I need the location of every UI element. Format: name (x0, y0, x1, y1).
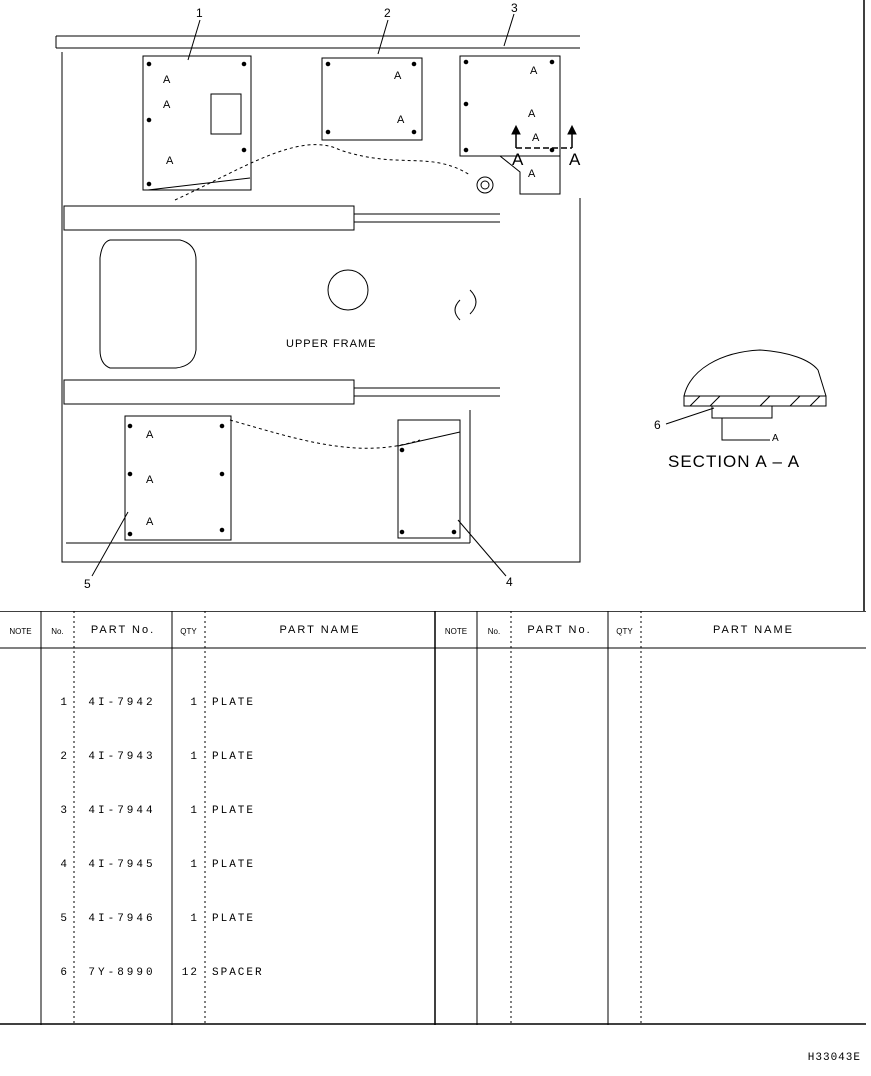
callout-3: 3 (511, 1, 518, 15)
row-qty: 1 (190, 913, 199, 925)
row-no: 2 (60, 751, 67, 763)
marker-a: A (530, 65, 538, 77)
header-part-no-2: PART No. (527, 624, 592, 636)
header-note-2: NOTE (444, 627, 468, 636)
row-part-name: PLATE (212, 859, 256, 871)
row-qty: 1 (190, 859, 199, 871)
callout-5: 5 (84, 577, 91, 591)
upper-frame-label: UPPER FRAME (286, 338, 377, 350)
callout-6: 6 (654, 418, 661, 432)
marker-a: A (532, 132, 540, 144)
row-no: 1 (60, 697, 67, 709)
header-part-no: PART No. (90, 624, 156, 636)
row-part-name: PLATE (212, 751, 256, 763)
header-note: NOTE (9, 627, 32, 636)
plate-2 (321, 57, 423, 141)
marker-a: A (146, 429, 154, 441)
header-part-name: PART NAME (279, 624, 361, 636)
row-part-name: PLATE (212, 913, 256, 925)
marker-a: A (146, 474, 154, 486)
row-part-name: PLATE (212, 697, 256, 709)
plate-4 (397, 419, 461, 539)
marker-a: A (394, 70, 402, 82)
upper-frame-drawing (55, 0, 865, 611)
row-no: 4 (60, 859, 67, 871)
row-qty: 1 (190, 751, 199, 763)
row-no: 5 (60, 913, 67, 925)
row-qty: 12 (181, 967, 199, 979)
marker-a: A (166, 155, 174, 167)
marker-a: A (163, 74, 171, 86)
row-part-no: 4I-7945 (88, 859, 156, 871)
header-no-2: No. (487, 627, 501, 636)
plate-5 (124, 415, 232, 541)
row-qty: 1 (190, 805, 199, 817)
callout-4: 4 (506, 575, 513, 589)
section-a-a-detail (683, 349, 827, 441)
row-qty: 1 (190, 697, 199, 709)
header-qty: QTY (180, 627, 197, 636)
row-part-no: 7Y-8990 (88, 967, 156, 979)
document-code: H33043E (807, 1052, 861, 1064)
row-part-name: PLATE (212, 805, 256, 817)
marker-a: A (772, 433, 779, 444)
marker-a: A (528, 108, 536, 120)
section-a-a-label: SECTION A – A (668, 452, 801, 471)
header-no: No. (51, 627, 64, 636)
row-part-no: 4I-7944 (88, 805, 156, 817)
marker-a: A (146, 516, 154, 528)
parts-table-grid (0, 611, 866, 1025)
header-part-name-2: PART NAME (713, 624, 794, 636)
header-qty-2: QTY (616, 627, 633, 636)
section-arrow-label-left: A (512, 150, 524, 169)
plate-1 (142, 55, 252, 191)
row-no: 3 (60, 805, 67, 817)
row-no: 6 (60, 967, 67, 979)
marker-a: A (397, 114, 405, 126)
callout-1: 1 (196, 6, 203, 20)
marker-a: A (163, 99, 171, 111)
plate-3 (459, 55, 561, 195)
callout-2: 2 (384, 6, 391, 20)
row-part-name: SPACER (212, 967, 264, 979)
row-part-no: 4I-7943 (88, 751, 156, 763)
row-part-no: 4I-7946 (88, 913, 156, 925)
section-arrow-label-right: A (569, 150, 581, 169)
marker-a: A (528, 168, 536, 180)
row-part-no: 4I-7942 (88, 697, 156, 709)
